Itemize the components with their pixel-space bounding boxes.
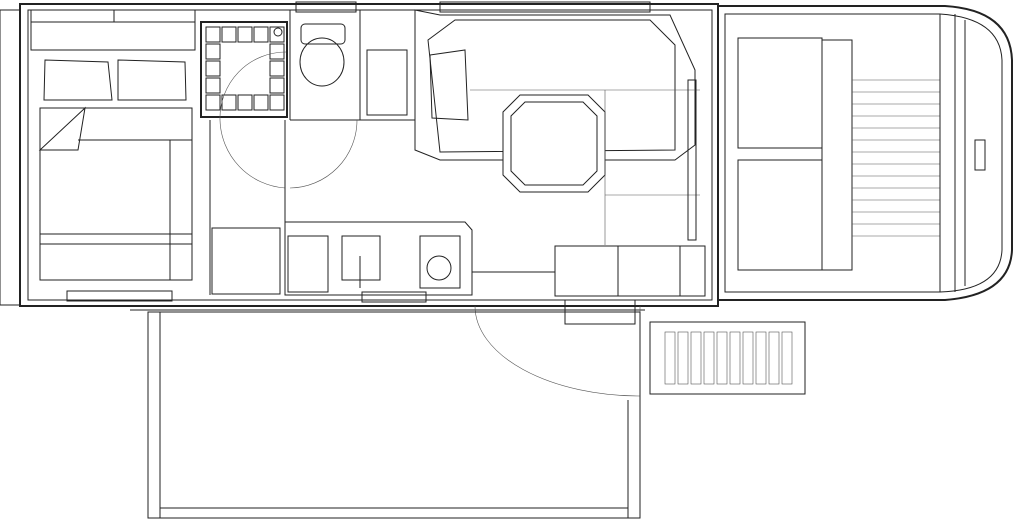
window [295, 1, 357, 13]
shower-tile [237, 94, 253, 111]
shower-tile [269, 43, 285, 60]
shower-tile [205, 77, 221, 94]
drain-icon [273, 27, 283, 37]
steering-column [974, 139, 986, 171]
door-swing [219, 51, 287, 121]
shower-tile [253, 94, 269, 111]
cab-outline [717, 5, 1013, 301]
overhead-cabinet [30, 9, 196, 51]
shower-tile [269, 94, 285, 111]
step-slot [781, 331, 793, 385]
shower-tile [205, 26, 221, 43]
washbasin [366, 49, 408, 116]
toilet-room [209, 9, 416, 295]
toilet-tank [300, 23, 346, 45]
cooktop [419, 235, 461, 289]
pillow [43, 59, 113, 101]
step-slot [755, 331, 767, 385]
step-slot [716, 331, 728, 385]
bedroom [30, 9, 196, 281]
step-grating [664, 331, 793, 385]
seat-back [821, 39, 853, 271]
step-slot [703, 331, 715, 385]
door-swing [289, 119, 358, 189]
step-slot [677, 331, 689, 385]
pillow [117, 59, 187, 101]
dinette-bench [414, 9, 696, 161]
wall-panel [687, 79, 697, 241]
toilet-bowl [299, 37, 345, 87]
entry-steps [649, 321, 806, 395]
inner-wall [27, 9, 713, 301]
rear-bumper [0, 9, 21, 306]
dinette [414, 9, 700, 245]
window [361, 291, 427, 303]
shower-tile [221, 94, 237, 111]
fridge [211, 227, 281, 295]
shower-tray [200, 21, 288, 118]
window [439, 1, 651, 13]
awning-deck [147, 311, 806, 519]
dinette-table [502, 94, 606, 193]
step-slot [729, 331, 741, 385]
step-slot [664, 331, 676, 385]
step-slot [690, 331, 702, 385]
shower-tile [269, 60, 285, 77]
shower-tile [269, 26, 285, 43]
cab-seat [737, 159, 823, 271]
deck-frame [147, 311, 641, 519]
shower-tile [205, 43, 221, 60]
bed-mattress [39, 107, 193, 281]
cushion [429, 49, 469, 121]
outer-wall [19, 3, 719, 307]
cab [717, 5, 1013, 301]
shower [200, 21, 288, 189]
shower-tile [253, 26, 269, 43]
kitchen-counter [284, 221, 473, 296]
bench-slats [852, 79, 940, 237]
shower-tile [221, 26, 237, 43]
window [66, 290, 173, 302]
side-bench [554, 245, 706, 297]
entry-door-swing [474, 305, 641, 397]
cab-seat [737, 37, 823, 149]
door-swing [219, 119, 286, 189]
kitchen [211, 221, 706, 397]
folded-blanket-corner [38, 106, 86, 151]
shower-tile [205, 94, 221, 111]
shower-tile [269, 77, 285, 94]
shower-tile [237, 26, 253, 43]
waste-bin [287, 235, 329, 293]
shower-tile [205, 60, 221, 77]
sink [341, 235, 381, 281]
burner-icon [426, 255, 452, 281]
step-slot [768, 331, 780, 385]
step-slot [742, 331, 754, 385]
shower-tiles [205, 26, 285, 111]
